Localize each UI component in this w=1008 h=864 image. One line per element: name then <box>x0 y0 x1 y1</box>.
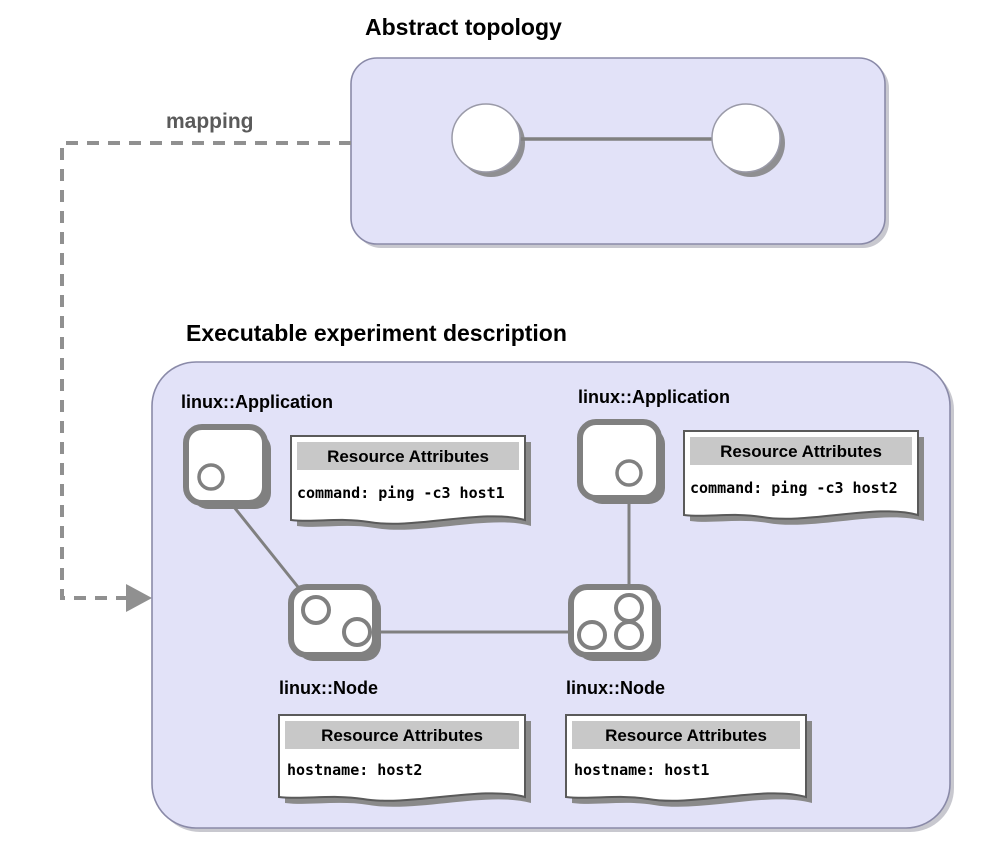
app-right-note[interactable]: Resource Attributes command: ping -c3 ho… <box>683 430 924 525</box>
node-right-note-header-band <box>572 721 800 749</box>
abstract-node-left[interactable] <box>451 103 521 173</box>
app-left-note-header-band <box>297 442 519 470</box>
app-right-note-header-band <box>690 437 912 465</box>
node-right-port-c-icon <box>614 620 644 650</box>
app-left-note-body-text: command: ping -c3 host1 <box>297 484 505 502</box>
executable-description-title: Executable experiment description <box>186 320 567 346</box>
app-left-note-header: Resource Attributes <box>327 447 489 466</box>
mapping-arrowhead-icon <box>126 584 152 612</box>
app-left-box[interactable] <box>183 424 268 506</box>
node-right-port-b-icon <box>577 620 607 650</box>
node-left-type-label: linux::Node <box>279 678 378 698</box>
node-right-note[interactable]: Resource Attributes hostname: host1 <box>565 714 812 807</box>
app-right-note-header: Resource Attributes <box>720 442 882 461</box>
app-left-port-icon <box>197 463 225 491</box>
node-left-note-header-band <box>285 721 519 749</box>
app-left-note[interactable]: Resource Attributes command: ping -c3 ho… <box>290 435 531 530</box>
app-right-type-label: linux::Application <box>578 387 730 407</box>
app-right-box[interactable] <box>577 419 662 501</box>
node-right-type-label: linux::Node <box>566 678 665 698</box>
node-left-note[interactable]: Resource Attributes hostname: host2 <box>278 714 531 807</box>
node-right-note-body-text: hostname: host1 <box>574 761 709 779</box>
node-right-note-header: Resource Attributes <box>605 726 767 745</box>
abstract-topology-container[interactable] <box>350 57 886 245</box>
mapping-label: mapping <box>166 110 254 133</box>
node-left-note-header: Resource Attributes <box>321 726 483 745</box>
node-left-note-body-text: hostname: host2 <box>287 761 422 779</box>
abstract-topology-title: Abstract topology <box>365 14 562 40</box>
node-left-port-a-icon <box>301 595 331 625</box>
app-left-type-label: linux::Application <box>181 392 333 412</box>
app-right-port-icon <box>615 459 643 487</box>
abstract-node-right[interactable] <box>711 103 781 173</box>
node-right-port-a-icon <box>614 593 644 623</box>
node-left-port-b-icon <box>342 617 372 647</box>
app-right-note-body-text: command: ping -c3 host2 <box>690 479 898 497</box>
